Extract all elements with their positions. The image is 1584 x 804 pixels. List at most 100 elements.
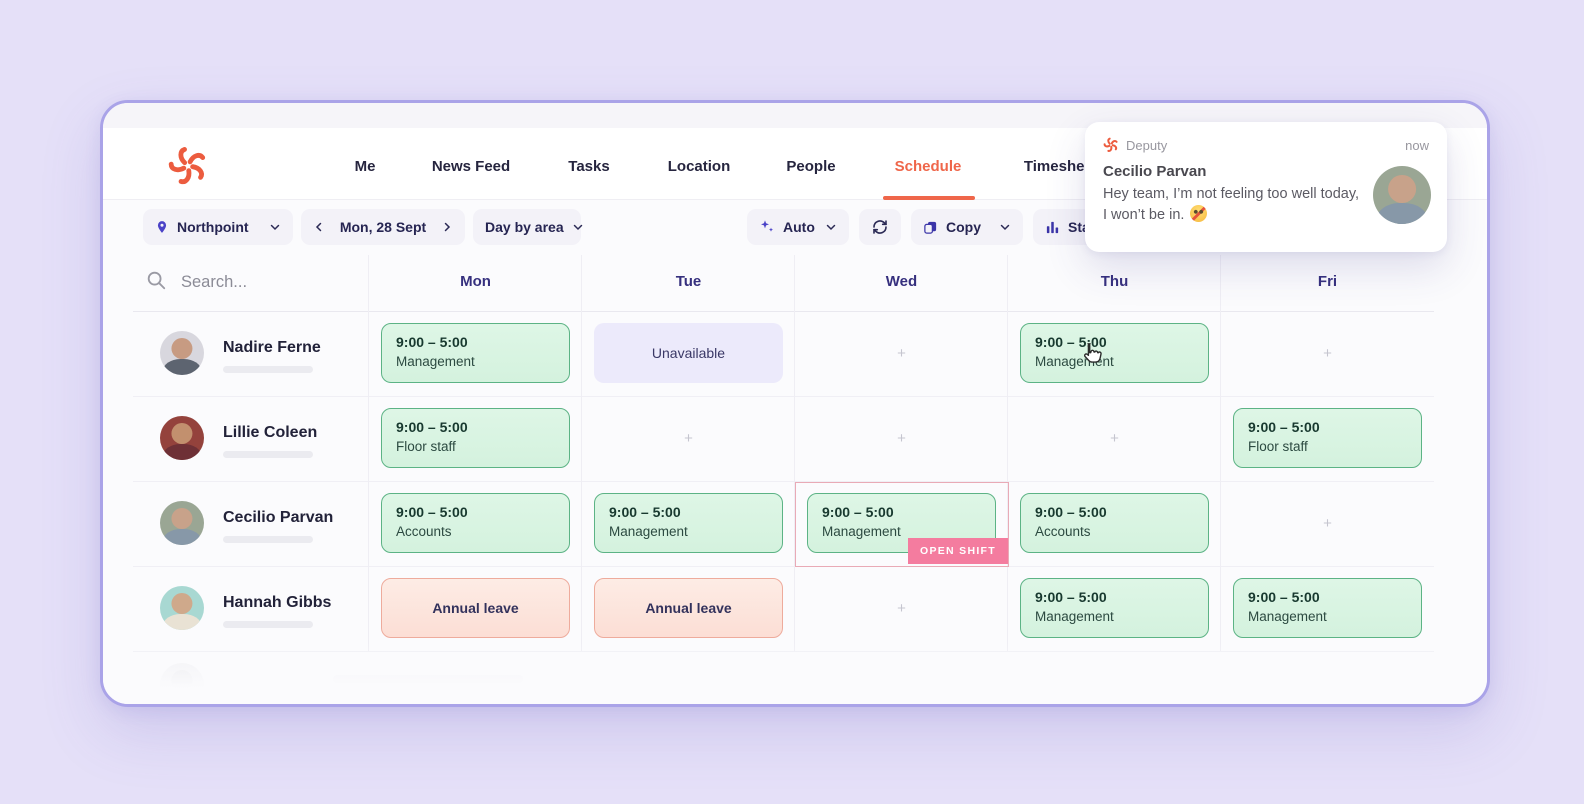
auto-schedule-button[interactable]: Auto	[747, 209, 849, 245]
notification-toast[interactable]: Deputy now Cecilio Parvan Hey team, I’m …	[1085, 122, 1447, 252]
copy-icon	[923, 220, 938, 235]
chevron-down-icon	[269, 221, 281, 233]
nav-item-people[interactable]: People	[786, 158, 836, 175]
nav-item-news-feed[interactable]: News Feed	[431, 158, 511, 175]
nav-item-location[interactable]: Location	[667, 158, 731, 175]
view-mode-label: Day by area	[485, 219, 564, 235]
shift-area: Management	[1035, 354, 1114, 369]
annual-leave-card[interactable]: Annual leave	[594, 578, 783, 638]
date-navigator: Mon, 28 Sept	[301, 209, 465, 245]
shift-card[interactable]: 9:00 – 5:00 Floor staff	[1233, 408, 1422, 468]
shift-card[interactable]: 9:00 – 5:00 Floor staff	[381, 408, 570, 468]
chevron-left-icon[interactable]	[313, 221, 325, 233]
nav-item-tasks[interactable]: Tasks	[568, 158, 610, 175]
refresh-icon	[872, 219, 888, 235]
empty-shift-cell[interactable]: +	[1110, 430, 1119, 447]
copy-button[interactable]: Copy	[911, 209, 1023, 245]
search-input[interactable]	[179, 272, 353, 293]
location-label: Northpoint	[177, 219, 249, 235]
shift-area: Floor staff	[1248, 439, 1308, 454]
notification-message: Hey team, I’m not feeling too well today…	[1103, 184, 1373, 226]
deputy-logo-icon	[1103, 137, 1119, 153]
divider	[133, 651, 1434, 652]
search-bar	[145, 269, 353, 296]
divider	[133, 566, 1434, 567]
avatar	[160, 416, 204, 460]
open-shift-badge[interactable]: OPEN SHIFT	[908, 538, 1008, 564]
nav-item-schedule[interactable]: Schedule	[894, 158, 962, 175]
notification-app-name: Deputy	[1126, 137, 1168, 153]
active-tab-underline	[883, 196, 975, 200]
shift-area: Accounts	[1035, 524, 1091, 539]
divider	[581, 255, 582, 651]
avatar	[160, 586, 204, 630]
shift-time: 9:00 – 5:00	[1035, 504, 1107, 520]
shift-time: 9:00 – 5:00	[1035, 334, 1107, 350]
shift-time: 9:00 – 5:00	[396, 504, 468, 520]
sparkles-icon	[759, 219, 775, 235]
bar-chart-icon	[1045, 220, 1060, 235]
employee-name[interactable]: Cecilio Parvan	[223, 509, 334, 526]
shift-time: 9:00 – 5:00	[1248, 589, 1320, 605]
avatar	[160, 501, 204, 545]
empty-shift-cell[interactable]: +	[684, 430, 693, 447]
skeleton-bar	[223, 621, 313, 628]
shift-card[interactable]: 9:00 – 5:00 Accounts	[381, 493, 570, 553]
chevron-down-icon	[999, 221, 1011, 233]
location-selector[interactable]: Northpoint	[143, 209, 293, 245]
shift-card[interactable]: 9:00 – 5:00 Management	[1020, 323, 1209, 383]
chevron-down-icon	[825, 221, 837, 233]
divider	[368, 255, 369, 651]
shift-area: Management	[822, 524, 901, 539]
shift-time: 9:00 – 5:00	[396, 419, 468, 435]
chevron-down-icon	[572, 221, 584, 233]
shift-card[interactable]: 9:00 – 5:00 Management	[1233, 578, 1422, 638]
empty-shift-cell[interactable]: +	[897, 430, 906, 447]
deputy-logo-icon	[167, 145, 209, 187]
shift-time: 9:00 – 5:00	[396, 334, 468, 350]
employee-name[interactable]: Lillie Coleen	[223, 424, 318, 441]
search-icon	[145, 269, 167, 296]
divider	[133, 481, 1434, 482]
divider	[133, 396, 1434, 397]
day-header-mon: Mon	[460, 273, 491, 290]
auto-label: Auto	[783, 219, 815, 235]
skeleton-bar	[223, 451, 313, 458]
shift-card[interactable]: 9:00 – 5:00 Accounts	[1020, 493, 1209, 553]
sick-face-emoji	[1190, 205, 1208, 222]
day-header-thu: Thu	[1100, 273, 1129, 290]
day-header-tue: Tue	[675, 273, 702, 290]
skeleton-bar	[333, 675, 523, 683]
nav-item-me[interactable]: Me	[354, 158, 376, 175]
employee-name[interactable]: Nadire Ferne	[223, 339, 321, 356]
notification-timestamp: now	[1405, 137, 1429, 153]
divider	[1007, 255, 1008, 651]
location-pin-icon	[155, 219, 169, 235]
empty-shift-cell[interactable]: +	[897, 600, 906, 617]
divider	[133, 311, 1434, 312]
shift-area: Management	[396, 354, 475, 369]
day-header-wed: Wed	[885, 273, 918, 290]
empty-shift-cell[interactable]: +	[1323, 515, 1332, 532]
shift-card[interactable]: 9:00 – 5:00 Management	[594, 493, 783, 553]
annual-leave-card[interactable]: Annual leave	[381, 578, 570, 638]
employee-name[interactable]: Hannah Gibbs	[223, 594, 332, 611]
empty-shift-cell[interactable]: +	[1323, 345, 1332, 362]
skeleton-bar	[223, 366, 313, 373]
chevron-right-icon[interactable]	[441, 221, 453, 233]
shift-card[interactable]: 9:00 – 5:00 Management	[1020, 578, 1209, 638]
shift-area: Accounts	[396, 524, 452, 539]
unavailable-card[interactable]: Unavailable	[594, 323, 783, 383]
skeleton-bar	[223, 536, 313, 543]
copy-label: Copy	[946, 219, 981, 235]
date-label[interactable]: Mon, 28 Sept	[339, 219, 427, 235]
shift-card[interactable]: 9:00 – 5:00 Management	[381, 323, 570, 383]
refresh-button[interactable]	[859, 209, 901, 245]
shift-time: 9:00 – 5:00	[1248, 419, 1320, 435]
divider	[1220, 255, 1221, 651]
avatar	[160, 331, 204, 375]
shift-area: Floor staff	[396, 439, 456, 454]
view-mode-selector[interactable]: Day by area	[473, 209, 584, 245]
shift-area: Management	[1248, 609, 1327, 624]
empty-shift-cell[interactable]: +	[897, 345, 906, 362]
